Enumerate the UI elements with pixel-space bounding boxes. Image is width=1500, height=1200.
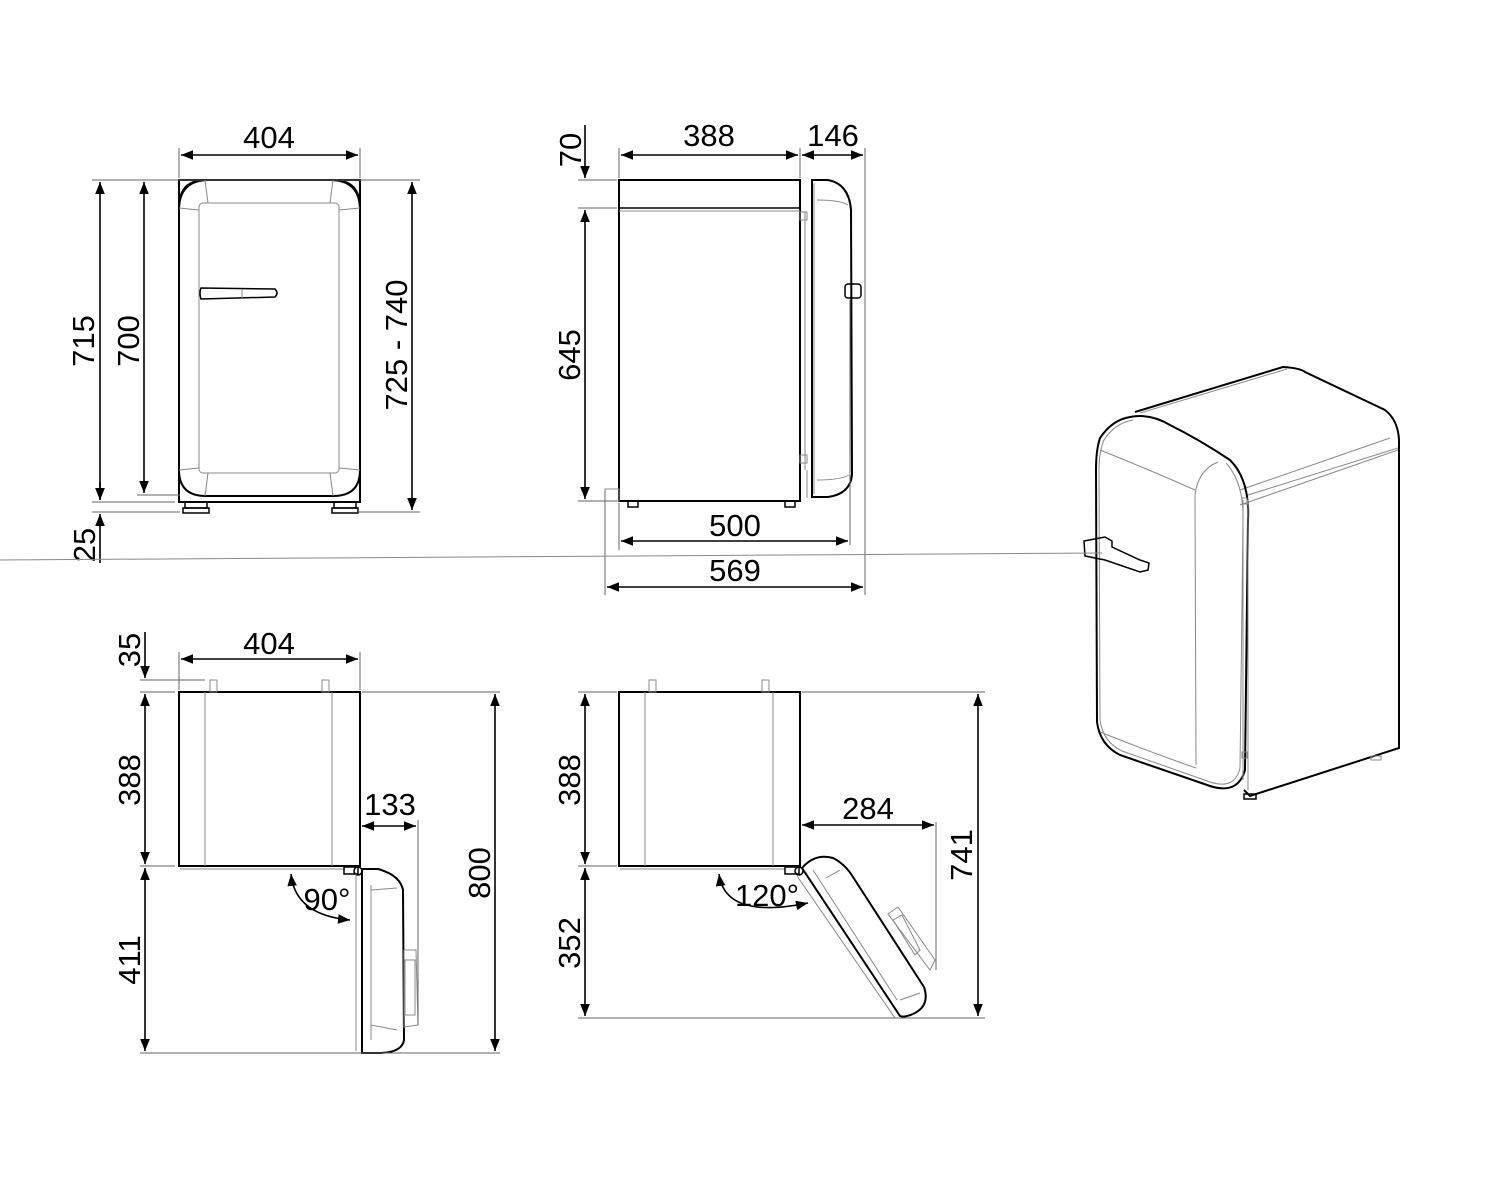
top90-total-800-label: 800 (462, 847, 497, 899)
top90-door-133-label: 133 (364, 787, 416, 822)
side-depth-500-label: 500 (709, 508, 761, 543)
top120-angle-label: 120° (735, 878, 799, 913)
front-height-700-label: 700 (111, 315, 146, 367)
side-depth-569-label: 569 (709, 553, 761, 588)
side-depth-388-label: 388 (683, 118, 735, 153)
perspective-view (0, 365, 1400, 800)
top90-angle-label: 90° (304, 882, 351, 917)
side-door-depth-146-label: 146 (807, 118, 859, 153)
top120-swing-352-label: 352 (552, 917, 587, 969)
top120-depth-388-label: 388 (552, 754, 587, 806)
top90-swing-411-label: 411 (112, 935, 147, 984)
top-view-90: 404 35 388 411 133 800 90° (112, 626, 500, 1054)
top90-depth-388-label: 388 (112, 754, 147, 806)
top120-door-284-label: 284 (842, 791, 894, 826)
side-view: 388 146 70 645 500 569 (552, 118, 866, 595)
front-view: 404 715 700 725 - 740 25 (66, 120, 420, 563)
top120-total-741-label: 741 (944, 829, 979, 881)
top90-back-35-label: 35 (112, 633, 147, 667)
front-height-715-label: 715 (66, 315, 101, 367)
front-feet-label: 25 (67, 528, 102, 562)
top90-width-label: 404 (243, 626, 295, 661)
front-height-adjustable-label: 725 - 740 (379, 280, 414, 411)
front-width-label: 404 (243, 120, 295, 155)
side-height-645-label: 645 (552, 329, 587, 381)
top-view-120: 388 352 284 741 120° (552, 679, 985, 1019)
side-top-70-label: 70 (553, 133, 588, 167)
